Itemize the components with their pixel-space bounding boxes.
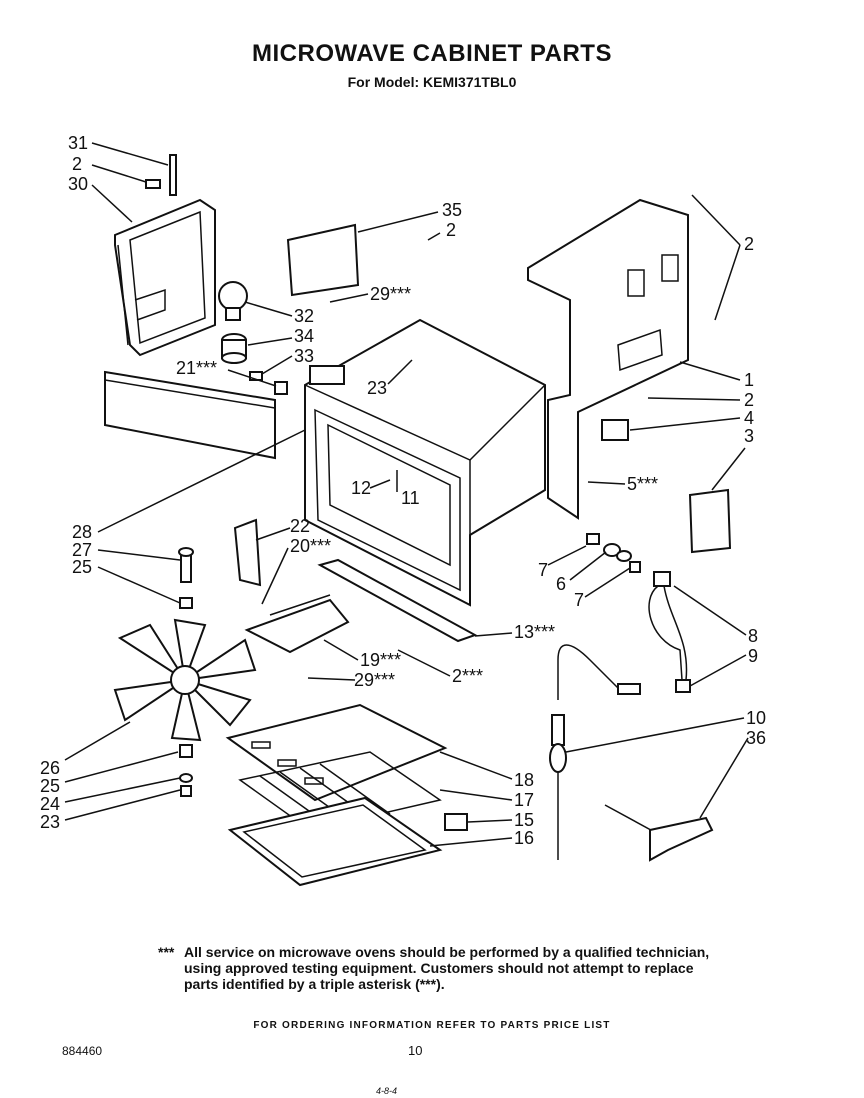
label-plate-part xyxy=(286,223,360,297)
tray-part xyxy=(225,703,448,802)
service-note: *** All service on microwave ovens shoul… xyxy=(158,944,718,992)
callout-label: 3 xyxy=(744,426,754,446)
callout-label: 25 xyxy=(40,776,60,796)
light-bulb-part xyxy=(218,281,248,321)
callout-label: 26 xyxy=(40,758,60,778)
callout-label: 24 xyxy=(40,794,60,814)
fan-blade-part xyxy=(113,618,257,742)
nut-part xyxy=(274,381,288,395)
power-plug-part xyxy=(601,419,629,441)
screw-part xyxy=(145,179,161,189)
callout-label: 31 xyxy=(68,133,88,153)
callout-label: 35 xyxy=(442,200,462,220)
fan-hardware-part xyxy=(179,744,193,797)
terminal-hardware-part xyxy=(586,533,641,573)
callout-label: 29*** xyxy=(370,284,411,304)
note-text: All service on microwave ovens should be… xyxy=(184,944,710,992)
callout-label: 4 xyxy=(744,408,754,428)
control-box-part xyxy=(114,198,216,357)
callout-label: 15 xyxy=(514,810,534,830)
callout-label: 2*** xyxy=(452,666,483,686)
callout-label: 34 xyxy=(294,326,314,346)
callout-label: 2 xyxy=(744,390,754,410)
callout-label: 17 xyxy=(514,790,534,810)
rail-part xyxy=(317,558,478,643)
callout-label: 13*** xyxy=(514,622,555,642)
wiring-label-part xyxy=(688,488,732,554)
callout-label: 5*** xyxy=(627,474,658,494)
callout-label: 11 xyxy=(401,488,420,508)
ordering-info: FOR ORDERING INFORMATION REFER TO PARTS … xyxy=(253,1020,611,1031)
callout-label: 2 xyxy=(744,234,754,254)
callout-label: 12 xyxy=(351,478,371,498)
clip-part xyxy=(444,813,468,831)
callout-label: 33 xyxy=(294,346,314,366)
callout-label: 23 xyxy=(40,812,60,832)
callout-label: 20*** xyxy=(290,536,331,556)
callout-label: 19*** xyxy=(360,650,401,670)
callout-label: 21*** xyxy=(176,358,217,378)
callout-label: 8 xyxy=(748,626,758,646)
wire-harness-part xyxy=(648,571,691,693)
callout-label: 2 xyxy=(446,220,456,240)
callout-labels: 31 2 30 35 2 29*** 32 34 33 21*** 23 2 1… xyxy=(40,133,766,848)
oven-cavity-part xyxy=(304,318,546,607)
callout-label: 7 xyxy=(538,560,548,580)
callout-label: 29*** xyxy=(354,670,395,690)
bracket-part xyxy=(233,518,262,587)
callout-label: 25 xyxy=(72,557,92,577)
callout-label: 28 xyxy=(72,522,92,542)
callout-label: 10 xyxy=(746,708,766,728)
callout-label: 22 xyxy=(290,516,310,536)
callout-label: 32 xyxy=(294,306,314,326)
bolt-part xyxy=(169,154,177,196)
document-number: 884460 xyxy=(62,1044,103,1058)
note-marker: *** xyxy=(158,944,175,960)
callout-label: 6 xyxy=(556,574,566,594)
callout-label: 30 xyxy=(68,174,88,194)
callout-label: 7 xyxy=(574,590,584,610)
cabinet-wrapper-part xyxy=(527,198,689,520)
callout-label: 16 xyxy=(514,828,534,848)
front-panel-part xyxy=(104,370,276,460)
callout-label: 1 xyxy=(744,370,754,390)
callout-label: 23 xyxy=(367,378,387,398)
page-number: 10 xyxy=(408,1043,423,1058)
temperature-probe-part xyxy=(549,644,641,860)
mount-bracket-part xyxy=(244,594,350,654)
sensor-part xyxy=(604,804,714,862)
lamp-socket-part xyxy=(221,333,247,364)
model-subtitle: For Model: KEMI371TBL0 xyxy=(347,74,517,90)
callout-label: 36 xyxy=(746,728,766,748)
callout-label: 9 xyxy=(748,646,758,666)
callout-label: 27 xyxy=(72,540,92,560)
page-title: MICROWAVE CABINET PARTS xyxy=(252,40,612,67)
fan-shaft-part xyxy=(178,547,194,609)
drip-pan-part xyxy=(227,796,443,887)
callout-label: 2 xyxy=(72,154,82,174)
leader-lines xyxy=(64,142,749,847)
date-code: 4-8-4 xyxy=(376,1086,398,1096)
callout-label: 18 xyxy=(514,770,534,790)
